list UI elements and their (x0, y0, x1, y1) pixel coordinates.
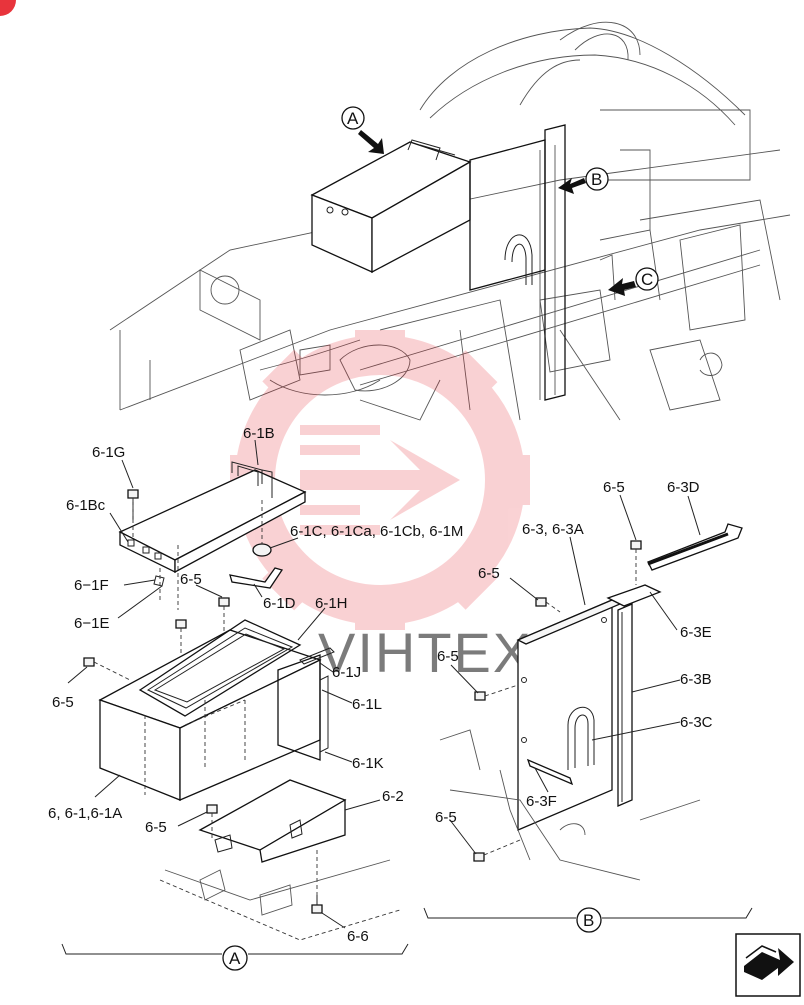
label-6-3D: 6-3D (667, 479, 700, 496)
strip-6-3F (526, 758, 574, 786)
next-page-arrow-icon[interactable] (735, 933, 801, 997)
channel-6-3B (617, 603, 633, 807)
machine-background (109, 21, 791, 421)
label-6-5-c: 6-5 (145, 819, 167, 836)
callout-b-top: B (558, 167, 609, 194)
label-6-1B: 6-1B (243, 425, 275, 442)
part-6-1F (153, 575, 165, 587)
part-labels: 6-1G 6-1B 6-1Bc 6-1C, 6-1Ca, 6-1Cb, 6-1M… (48, 425, 713, 945)
svg-text:A: A (347, 109, 359, 128)
callout-a-top: A (341, 106, 384, 154)
grommet-6-1C (252, 500, 272, 557)
label-6-1E: 6−1E (74, 615, 109, 632)
label-6-1A: 6, 6-1,6-1A (48, 805, 122, 822)
bolt-6-1G (127, 489, 139, 540)
callout-c-top: C (608, 267, 659, 296)
label-6-2: 6-2 (382, 788, 404, 805)
label-6-5-g: 6-5 (435, 809, 457, 826)
label-6-5-a: 6-5 (180, 571, 202, 588)
label-6-1F: 6−1F (74, 577, 109, 594)
bolts-6-5-right (473, 540, 642, 862)
label-6-5-e: 6-5 (478, 565, 500, 582)
label-6-1Bc: 6-1Bc (66, 497, 106, 514)
label-6-1K: 6-1K (352, 755, 384, 772)
bolt-6-6 (311, 850, 323, 914)
label-6-1C: 6-1C, 6-1Ca, 6-1Cb, 6-1M (290, 523, 463, 540)
label-6-1D: 6-1D (263, 595, 296, 612)
label-6-3E: 6-3E (680, 624, 712, 641)
svg-text:A: A (229, 949, 241, 968)
label-6-3F: 6-3F (526, 793, 557, 810)
group-bracket-a: A (61, 943, 409, 971)
red-corner-badge (0, 0, 16, 16)
svg-text:C: C (641, 270, 653, 289)
svg-text:B: B (591, 170, 602, 189)
toolbox-6-1A (98, 619, 335, 801)
seal-6-3D (647, 523, 743, 571)
label-6-5-f: 6-5 (437, 648, 459, 665)
bracket-6-2 (198, 779, 347, 863)
watermark-text: VIHTEX (318, 621, 532, 684)
label-6-1L: 6-1L (352, 696, 382, 713)
rod-6-1D (229, 567, 284, 589)
svg-text:B: B (583, 911, 594, 930)
label-6-1G: 6-1G (92, 444, 125, 461)
bolt-6-5-lower (206, 804, 218, 814)
label-6-5-b: 6-5 (52, 694, 74, 711)
lid-6-1B (118, 461, 307, 574)
label-6-1J: 6-1J (332, 664, 361, 681)
bracket-6-3E (606, 584, 662, 607)
label-6-6: 6-6 (347, 928, 369, 945)
leader-lines (67, 439, 701, 929)
label-6-1H: 6-1H (315, 595, 348, 612)
label-6-3A: 6-3, 6-3A (522, 521, 584, 538)
group-bracket-b: B (423, 907, 753, 933)
label-6-3C: 6-3C (680, 714, 713, 731)
label-6-5-d: 6-5 (603, 479, 625, 496)
label-6-3B: 6-3B (680, 671, 712, 688)
